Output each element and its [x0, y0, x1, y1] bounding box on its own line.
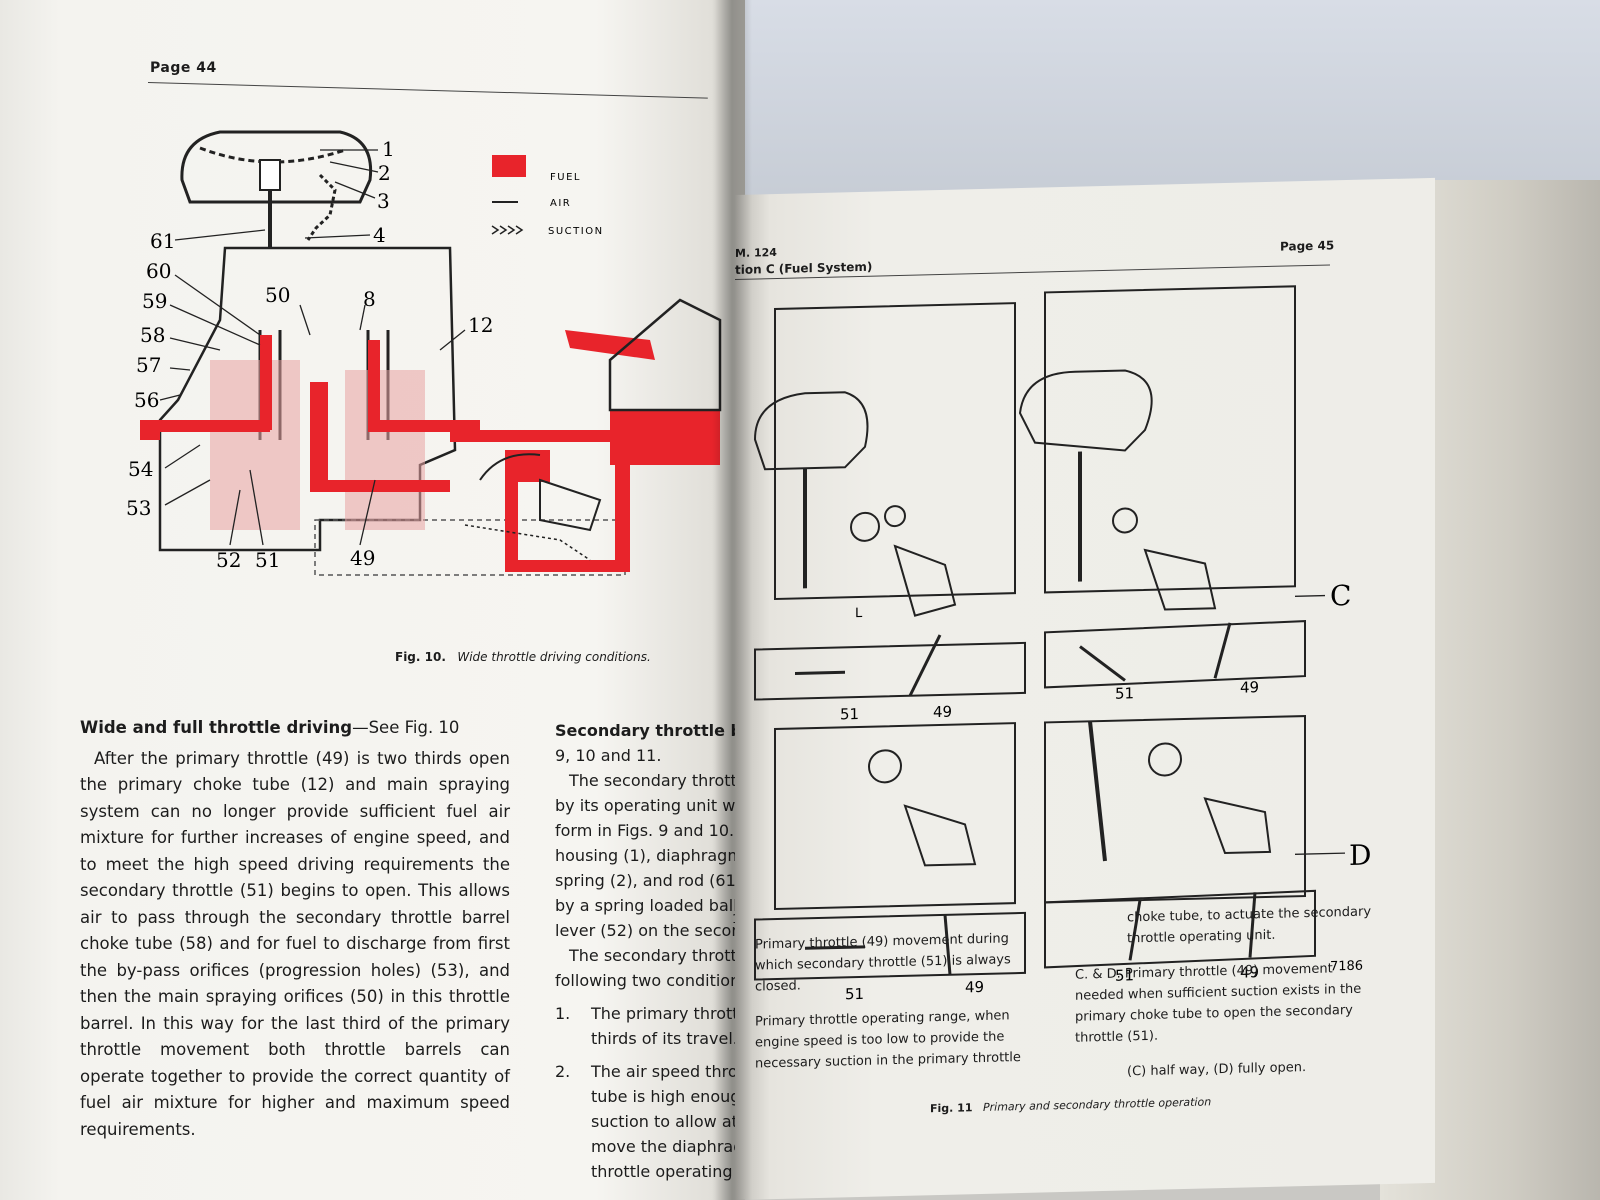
- legend-fuel-label: FUEL: [550, 172, 581, 183]
- callout-59: 59: [142, 289, 167, 313]
- callout-58: 58: [140, 323, 165, 347]
- list-number: 2.: [555, 1062, 571, 1081]
- figure-10-title: Wide throttle driving conditions.: [457, 650, 651, 664]
- callout-54: 54: [128, 457, 153, 481]
- left-page: Page 44: [0, 0, 755, 1200]
- list-line: throttle operating unit.: [591, 1162, 735, 1181]
- callout-56: 56: [134, 388, 159, 412]
- view-label-d: D: [1349, 838, 1371, 872]
- secondary-throttle-column: Secondary throttle barrel op 9, 10 and 1…: [555, 718, 735, 1188]
- list-line: The air speed through: [591, 1062, 735, 1081]
- label-49-top-right: 49: [1240, 678, 1259, 696]
- callout-12: 12: [468, 313, 493, 337]
- label-51-top-right: 51: [1115, 684, 1134, 702]
- para1-line: lever (52) on the secondary th: [555, 921, 735, 940]
- right-header-section: tion C (Fuel System): [735, 259, 873, 277]
- caption-cd-label: C. & D.: [1075, 966, 1121, 983]
- conditions-list: 1. The primary throttle is thirds of its…: [555, 1001, 735, 1184]
- list-line: The primary throttle is: [591, 1004, 735, 1023]
- callout-51: 51: [255, 548, 280, 572]
- list-text: The primary throttle is thirds of its tr…: [591, 1001, 735, 1051]
- para2-line: The secondary throttle can op: [569, 946, 735, 965]
- callout-1: 1: [382, 137, 395, 161]
- callout-4: 4: [373, 223, 386, 247]
- throttle-operation-diagram: C D L 51 49 51 49 51 49 51 49 7186: [753, 285, 1371, 1003]
- callout-2: 2: [378, 161, 391, 185]
- section-heading-ref: —See Fig. 10: [352, 718, 460, 737]
- list-line: suction to allow atmo: [591, 1112, 735, 1131]
- callout-3: 3: [377, 189, 390, 213]
- legend-suction-symbol: [491, 225, 524, 235]
- callout-50: 50: [265, 283, 290, 307]
- para2-line: following two conditions exist—: [555, 971, 735, 990]
- callout-61: 61: [150, 229, 175, 253]
- left-caption-block: Primary throttle (49) movement during wh…: [755, 927, 1045, 1088]
- callout-8: 8: [363, 287, 376, 311]
- lever-label-l: L: [855, 606, 863, 621]
- right-page: M. 124 tion C (Fuel System) Page 45: [735, 177, 1435, 1200]
- list-number: 1.: [555, 1004, 571, 1023]
- view-label-c: C: [1330, 579, 1351, 613]
- label-51-top-left: 51: [840, 705, 859, 723]
- list-line: thirds of its travel.: [591, 1029, 735, 1048]
- caption-view-b: Primary throttle operating range, when e…: [755, 1008, 1021, 1072]
- figure-10-caption: Fig. 10. Wide throttle driving condition…: [395, 650, 651, 664]
- list-item: 1. The primary throttle is thirds of its…: [555, 1001, 735, 1051]
- wide-throttle-section: Wide and full throttle driving—See Fig. …: [80, 715, 510, 1143]
- label-49-bottom-right: 49: [1240, 963, 1259, 981]
- drawing-number: 7186: [1330, 959, 1363, 975]
- callout-60: 60: [146, 259, 171, 283]
- legend-fuel-swatch: [492, 155, 526, 177]
- caption-views-c-d: C. & D. Primary throttle (49) movement n…: [1075, 957, 1375, 1048]
- secondary-throttle-para1: The secondary throttle is op by its oper…: [555, 768, 735, 943]
- para1-line: by its operating unit which is: [555, 796, 735, 815]
- para1-line: form in Figs. 9 and 10. It co: [555, 821, 735, 840]
- callout-57: 57: [136, 353, 161, 377]
- para1-line: by a spring loaded ball joint: [555, 896, 735, 915]
- callout-53: 53: [126, 496, 151, 520]
- carburettor-section-diagram: FUEL AIR SUCTION 1 2 3 4 8 12 61 60: [126, 130, 722, 576]
- wide-throttle-heading: Wide and full throttle driving—See Fig. …: [80, 715, 510, 742]
- para1-line: The secondary throttle is op: [569, 771, 735, 790]
- label-49-top-left: 49: [933, 703, 952, 721]
- legend-suction-label: SUCTION: [548, 226, 604, 237]
- figure-11-title: Primary and secondary throttle operation: [982, 1095, 1212, 1114]
- caption-view-b-continued: choke tube, to actuate the secondary thr…: [1127, 904, 1372, 947]
- figure-11-number: Fig. 11: [930, 1101, 973, 1116]
- caption-c-d-note: (C) half way, (D) fully open.: [1127, 1060, 1307, 1080]
- label-49-bottom-left: 49: [965, 978, 984, 996]
- wide-throttle-paragraph: After the primary throttle (49) is two t…: [80, 748, 510, 1139]
- section-heading: Wide and full throttle driving: [80, 718, 353, 737]
- secondary-throttle-heading: Secondary throttle barrel op: [555, 721, 735, 740]
- right-caption-block: choke tube, to actuate the secondary thr…: [1075, 901, 1375, 1097]
- caption-view-a: Primary throttle (49) movement during wh…: [755, 931, 1011, 995]
- list-line: tube is high enough: [591, 1087, 735, 1106]
- secondary-throttle-heading-ref: 9, 10 and 11.: [555, 746, 662, 765]
- label-51-bottom-right: 51: [1115, 966, 1134, 984]
- left-page-number: Page 44: [150, 60, 217, 76]
- callout-49: 49: [350, 546, 375, 570]
- left-header-rule: [147, 82, 708, 99]
- para1-line: housing (1), diaphragm (3),: [555, 846, 735, 865]
- list-item: 2. The air speed through tube is high en…: [555, 1059, 735, 1184]
- label-51-bottom-left: 51: [845, 985, 864, 1003]
- figure-10-number: Fig. 10.: [395, 650, 446, 664]
- figure-11-caption: Fig. 11 Primary and secondary throttle o…: [930, 1095, 1211, 1115]
- legend-air-label: AIR: [550, 198, 571, 209]
- callout-52: 52: [216, 548, 241, 572]
- secondary-throttle-para2: The secondary throttle can op following …: [555, 943, 735, 993]
- right-page-number: Page 45: [1280, 238, 1335, 254]
- book-spine-shadow: [712, 0, 752, 1200]
- para1-line: spring (2), and rod (61) that co: [555, 871, 735, 890]
- list-text: The air speed through tube is high enoug…: [591, 1059, 735, 1184]
- list-line: move the diaphragm (3: [591, 1137, 735, 1156]
